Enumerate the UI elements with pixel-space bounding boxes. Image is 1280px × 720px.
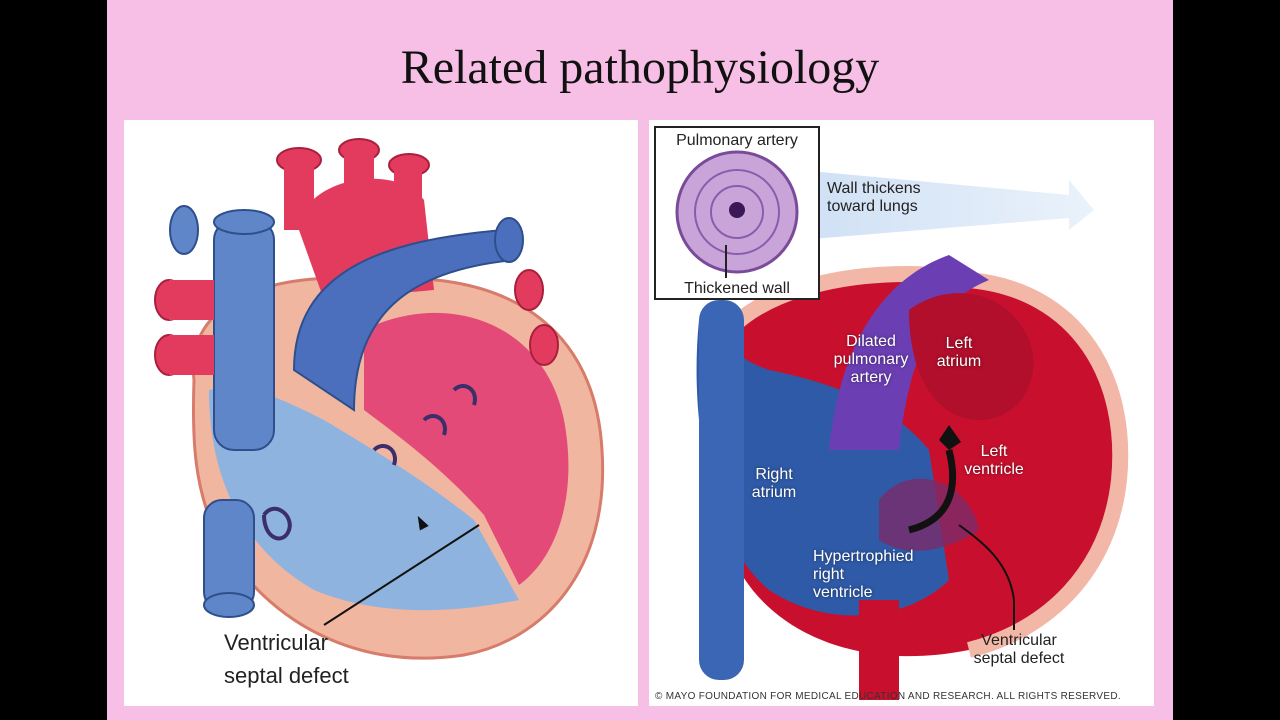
dilated-line3: artery	[850, 369, 892, 386]
right-atrium-line1: Right	[755, 466, 793, 483]
inset-title: Pulmonary artery	[676, 132, 798, 149]
left-ventricle-line2: ventricle	[964, 461, 1024, 478]
vsd-right-line2: septal defect	[973, 650, 1065, 667]
left-atrium-line2: atrium	[936, 353, 982, 370]
hypertrophied-line2: right	[813, 566, 845, 583]
hypertrophied-line3: ventricle	[813, 584, 873, 601]
arrow-label-line1: Wall thickens	[827, 180, 921, 197]
arrow-label-line2: toward lungs	[827, 198, 918, 215]
dilated-line2: pulmonary	[833, 351, 909, 368]
slide: Related pathophysiology	[107, 0, 1173, 720]
vsd-label-line2: septal defect	[224, 663, 349, 688]
vsd-label-line1: Ventricular	[224, 630, 328, 655]
left-atrium-line1: Left	[945, 335, 973, 352]
inset-caption: Thickened wall	[684, 280, 790, 297]
left-heart-diagram: Ventricular septal defect	[124, 120, 638, 706]
hypertrophied-line1: Hypertrophied	[813, 548, 914, 565]
right-heart-diagram: Pulmonary artery Thickened wall Wall thi…	[649, 120, 1154, 706]
artery-cross-section	[675, 150, 799, 278]
left-heart-illustration	[154, 138, 605, 660]
left-ventricle-line1: Left	[980, 443, 1008, 460]
vsd-right-line1: Ventricular	[981, 632, 1057, 649]
slide-title: Related pathophysiology	[400, 41, 880, 94]
pulmonary-artery-inset: Pulmonary artery Thickened wall	[654, 126, 820, 300]
copyright-notice: © MAYO FOUNDATION FOR MEDICAL EDUCATION …	[655, 691, 1121, 702]
dilated-line1: Dilated	[846, 333, 896, 350]
right-atrium-line2: atrium	[751, 484, 797, 501]
